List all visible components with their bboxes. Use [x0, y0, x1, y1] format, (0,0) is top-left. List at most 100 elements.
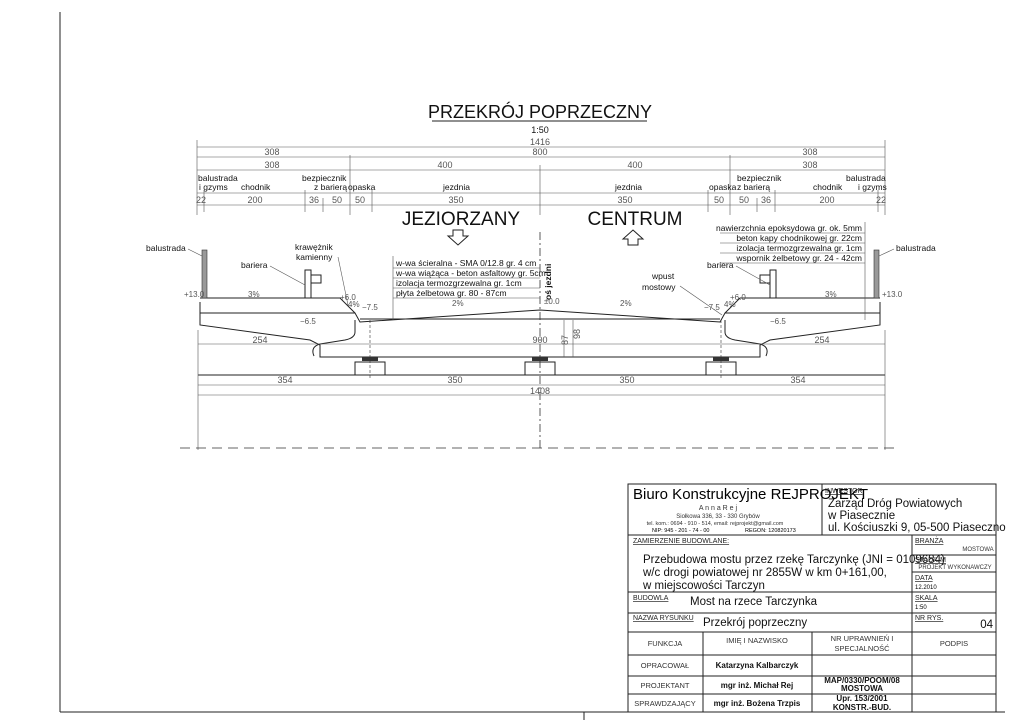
investor-line: w Piasecznie	[827, 510, 895, 522]
zone-label: i gzyms	[199, 182, 228, 192]
header-name: IMIĘ I NAZWISKO	[726, 636, 788, 645]
dim-side-right: 308	[802, 147, 817, 157]
bearing	[354, 361, 386, 376]
level: +6.0	[730, 293, 746, 302]
data-value: 12.2010	[915, 585, 937, 591]
dim: 22	[876, 195, 886, 205]
investor-line: ul. Kościuszki 9, 05-500 Piaseczno	[828, 522, 1006, 534]
project-line: w/c drogi powiatowej nr 2855W w km 0+161…	[642, 567, 887, 579]
row-role: SPRAWDZAJĄCY	[634, 699, 695, 708]
layer-label: w-wa wiążąca - beton asfaltowy gr. 5cm	[395, 268, 546, 278]
levels: +13.0 +13.0 +6.0 +6.0 −7.5 −7.5 −6.5 −6.…	[184, 290, 903, 326]
data-label: DATA	[915, 575, 933, 582]
level: −7.5	[362, 303, 378, 312]
balustrade-post-right	[873, 249, 880, 299]
zone-label: jezdnia	[614, 182, 642, 192]
dim: 98	[572, 329, 582, 339]
zone-label: balustrada	[846, 173, 886, 183]
drain-pipe-left	[312, 320, 356, 357]
project-label: ZAMIERZENIE BUDOWLANE:	[633, 538, 729, 545]
row-perm: KONSTR.-BUD.	[833, 703, 891, 712]
company-regon: REGON: 120820173	[745, 528, 796, 534]
stadium-label: STADIUM	[915, 557, 946, 564]
row-name: mgr inż. Bożena Trzpis	[714, 699, 801, 708]
nr-label: NR RYS.	[915, 615, 943, 622]
header-perm: SPECJALNOŚĆ	[834, 644, 890, 653]
layer-label: w-wa ścieralna - SMA 0/12.8 gr. 4 cm	[395, 258, 536, 268]
dim-center: 800	[532, 147, 547, 157]
layer-label: izolacja termozgrzewalna gr. 1cm	[736, 243, 862, 253]
zone-labels: balustrada i gzyms chodnik bezpiecznik z…	[198, 173, 887, 192]
road-layers: w-wa ścieralna - SMA 0/12.8 gr. 4 cm w-w…	[392, 256, 546, 320]
level: −6.5	[770, 317, 786, 326]
dim: 350	[448, 195, 463, 205]
barrier-right	[769, 269, 777, 299]
drawing-scale: 1:50	[531, 125, 549, 135]
layer-label: beton kapy chodnikowej gr. 22cm	[736, 233, 862, 243]
dim: 254	[814, 335, 829, 345]
arrow-up-icon	[621, 229, 645, 246]
company-nip: NIP: 945 - 201 - 74 - 00	[652, 528, 709, 534]
zone-label: i gzyms	[858, 182, 887, 192]
dim: 350	[447, 375, 462, 385]
slope: 4%	[348, 300, 360, 309]
layer-label: płyta żelbetowa gr. 80 - 87cm	[396, 288, 507, 298]
row-perm: Upr. 153/2001	[836, 694, 888, 703]
callout-curb: krawężnik	[295, 242, 334, 252]
row-name: mgr inż. Michał Rej	[721, 681, 793, 690]
dim: 350	[619, 375, 634, 385]
level: +13.0	[184, 290, 205, 299]
investor-label: INWESTOR	[825, 488, 863, 495]
callout-curb: kamienny	[296, 252, 333, 262]
level: ±0.0	[544, 297, 560, 306]
company-contact: tel. kom.: 0694 - 910 - 514, email: rejp…	[647, 521, 784, 527]
dim-side-left: 308	[264, 147, 279, 157]
callout-drain: mostowy	[642, 282, 676, 292]
callouts: balustrada balustrada bariera bariera kr…	[146, 242, 936, 316]
dim: 354	[277, 375, 292, 385]
level: −7.5	[704, 303, 720, 312]
budowla-label: BUDOWLA	[633, 595, 669, 602]
dim: 36	[309, 195, 319, 205]
zone-label: jezdnia	[442, 182, 470, 192]
walkway-layers: nawierzchnia epoksydowa gr. ok. 5mm beto…	[716, 222, 866, 320]
skala-value: 1:50	[915, 605, 927, 611]
zone-label: opaska	[348, 182, 376, 192]
dim-mid-right: 400	[627, 160, 642, 170]
zone-label: z barierą	[737, 182, 770, 192]
company-owner: A n n a R e j	[699, 505, 738, 512]
slope: 3%	[248, 290, 260, 299]
zone-label: bezpiecznik	[302, 173, 347, 183]
branza-label: BRANŻA	[915, 536, 944, 545]
dim-left-308: 308	[264, 160, 279, 170]
callout-barrier-left: bariera	[241, 260, 268, 270]
nr-value: 04	[980, 619, 993, 631]
drain-pipe-right	[724, 320, 768, 357]
zone-label: chodnik	[241, 182, 271, 192]
slope: 2%	[452, 299, 464, 308]
project-line: Przebudowa mostu przez rzekę Tarczynkę (…	[643, 554, 945, 566]
zone-label: bezpiecznik	[737, 173, 782, 183]
balustrade-post-left	[201, 249, 208, 299]
slope: 3%	[825, 290, 837, 299]
dim: 900	[532, 335, 547, 345]
top-dimensions: 1416 800 308 308 308 400 400 308 22 200 …	[196, 137, 886, 215]
project-line: w miejscowości Tarczyn	[642, 580, 765, 592]
drawing-title: PRZEKRÓJ POPRZECZNY	[428, 101, 652, 122]
dim-mid-left: 400	[437, 160, 452, 170]
level: +6.0	[340, 293, 356, 302]
layer-label: nawierzchnia epoksydowa gr. ok. 5mm	[716, 223, 862, 233]
layer-label: wspornik żelbetowy gr. 24 - 42cm	[735, 253, 862, 263]
dim: 354	[790, 375, 805, 385]
row-name: Katarzyna Kalbarczyk	[716, 661, 799, 670]
header-perm: NR UPRAWNIEŃ I	[831, 634, 894, 643]
layer-label: izolacja termozgrzewalna gr. 1cm	[396, 278, 522, 288]
investor-line: Zarząd Dróg Powiatowych	[828, 498, 962, 510]
zone-label: opaska	[709, 182, 737, 192]
slope: 2%	[620, 299, 632, 308]
dim: 200	[819, 195, 834, 205]
nazwa-label: NAZWA RYSUNKU	[633, 615, 694, 622]
dim-total: 1416	[530, 137, 550, 147]
company-address: Siołkowa 336, 33 - 330 Grybów	[676, 514, 760, 520]
